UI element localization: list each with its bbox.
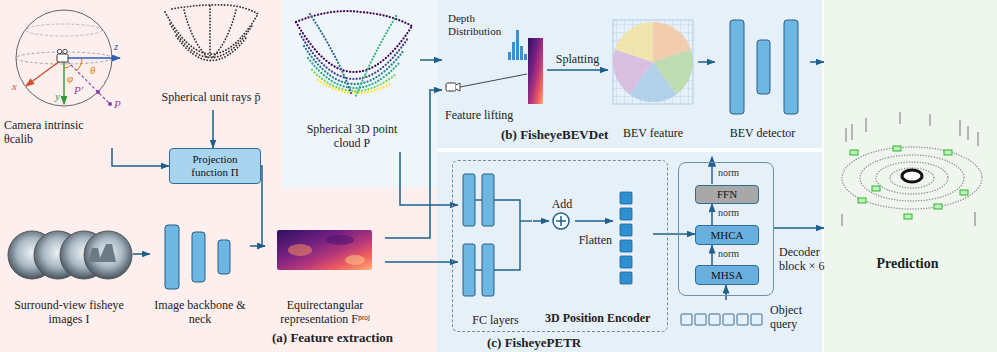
connector: [112, 148, 169, 166]
node-text: 3D Position Encoder: [545, 311, 667, 325]
point-cloud: [296, 11, 412, 96]
norm-label: norm: [718, 167, 739, 179]
ffn-box: FFN: [695, 185, 759, 204]
connector: [420, 59, 442, 61]
add-symbol: [553, 213, 569, 229]
node-text: Spherical 3D point cloud P: [292, 122, 412, 150]
connector: [385, 261, 458, 263]
node-text: FFN: [714, 188, 740, 201]
node-text: Equirectangular representation Fᵖʳᵒʲ: [265, 298, 385, 326]
node-text: Surround-view fisheye images I: [5, 298, 133, 326]
ray-figure: Spherical unit rays p̄: [140, 2, 275, 110]
camera-sphere: [16, 10, 120, 106]
node-text: Feature lifting: [445, 108, 535, 122]
connector: [711, 204, 713, 226]
lifting-figure: Depth DistributionFeature lifting: [442, 4, 547, 124]
connector: [575, 220, 613, 222]
query-node: Object query: [676, 300, 816, 336]
node-text: Camera intrinsic θcalib: [4, 118, 100, 146]
process-box: Projection function Π: [169, 148, 261, 184]
encoder-group: 3D Position EncoderFC layersAddFlatten: [452, 160, 668, 332]
node-text: Object query: [770, 303, 816, 331]
connector: [698, 61, 715, 63]
panel-ground: [282, 0, 437, 188]
node-text: Spherical unit rays p̄: [150, 90, 272, 104]
backbone-figure: Image backbone & neck: [150, 210, 250, 328]
panel-region: (a) Feature extraction Camera intrinsic θ…: [0, 0, 437, 352]
fc-figure: FC layers: [458, 167, 533, 329]
flatten-node: Flatten: [613, 189, 653, 293]
node-text: (b) FisheyeBEVDet: [501, 127, 631, 142]
panel-region: (b) FisheyeBEVDet Depth DistributionFeatu…: [437, 0, 822, 148]
connector: [711, 245, 713, 265]
node-text: Flatten: [576, 233, 612, 247]
node-text: Projection function Π: [170, 153, 260, 179]
node-text: FC layers: [458, 313, 533, 327]
axis-label: x: [12, 80, 17, 92]
connector: [547, 69, 608, 71]
norm-label: norm: [718, 207, 739, 219]
bev-figure: BEV feature: [608, 4, 698, 142]
node-text: Prediction: [821, 256, 994, 272]
panel-region: Prediction: [824, 0, 997, 352]
unit-ray-grid: [165, 5, 258, 61]
fc-layers: [463, 174, 532, 296]
norm-label: norm: [718, 248, 739, 260]
prediction-scene: [842, 112, 982, 226]
image-figure: Surround-view fisheye images I: [5, 222, 133, 330]
fisheye-images: [8, 231, 132, 279]
connector: [250, 245, 265, 247]
point-cloud-figure: Spherical 3D point cloud P: [284, 2, 420, 152]
node-text: (a) Feature extraction: [272, 330, 432, 345]
connector: [653, 233, 695, 235]
query-row: [681, 314, 762, 325]
connector: [533, 220, 549, 222]
attention-box: MHSA: [695, 265, 759, 285]
token-column: [620, 192, 632, 284]
connector: [212, 110, 214, 148]
point-label: P′: [74, 84, 83, 96]
panel-ground: [824, 0, 997, 352]
connector: [810, 61, 824, 63]
angle-label: φ: [67, 72, 73, 84]
node-text: Depth Distribution: [448, 12, 506, 38]
panel-ground: [0, 0, 437, 352]
node-text: Image backbone & neck: [150, 298, 250, 326]
detector-blocks: [730, 20, 798, 114]
edge-label: Splatting: [556, 52, 599, 66]
connector: [133, 253, 150, 255]
panel-region: (c) FisheyePETR 3D Position Encoder FC lay…: [437, 152, 822, 352]
panel-ground: [437, 152, 822, 352]
connector: [400, 152, 458, 205]
feature-map: [277, 230, 372, 270]
node-text: (c) FisheyePETR: [487, 335, 627, 350]
feature-figure: Equirectangular representation Fᵖʳᵒʲ: [265, 222, 385, 328]
decoder-block: Decoder block × 6FFNMHCAMHSA: [678, 162, 774, 296]
attention-box: MHCA: [695, 225, 759, 245]
node-text: MHCA: [707, 229, 746, 242]
node-text: BEV detector: [715, 126, 810, 140]
detector-figure: BEV detector: [715, 8, 810, 142]
point-label: P: [114, 98, 121, 110]
angle-label: θ: [90, 64, 95, 76]
connector: [725, 285, 727, 300]
node-text: MHSA: [708, 269, 746, 282]
node-text: Add: [543, 197, 581, 211]
node-text: Decoder block × 6: [779, 245, 831, 273]
connector: [385, 90, 442, 238]
connector: [261, 166, 265, 246]
bev-feature: [613, 20, 693, 104]
sphere-figure: Camera intrinsic θcalib: [2, 2, 125, 148]
backbone-blocks: [165, 225, 230, 289]
axis-label: z: [114, 40, 118, 52]
feature-lifting: [446, 30, 543, 104]
panel-ground: [437, 0, 822, 148]
connector: [774, 227, 824, 229]
axis-label: y: [55, 90, 60, 102]
add-node: Add: [549, 197, 575, 231]
node-text: BEV feature: [608, 126, 698, 140]
